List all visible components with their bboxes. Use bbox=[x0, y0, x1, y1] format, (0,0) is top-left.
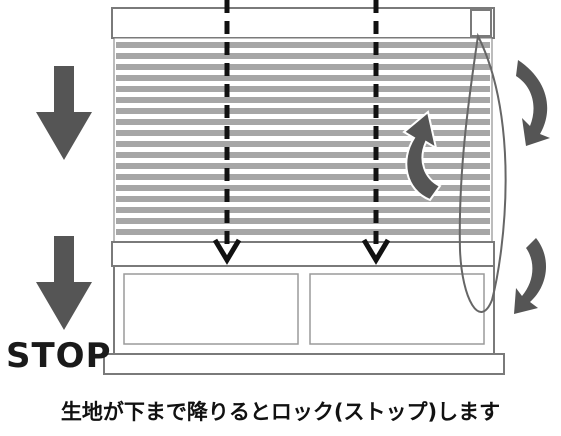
fabric-drop-arrow-left bbox=[212, 0, 242, 265]
stop-label: STOP bbox=[6, 336, 112, 376]
fabric-stripe bbox=[116, 64, 490, 70]
cord-loop-icon bbox=[458, 32, 507, 313]
window-sill bbox=[103, 353, 505, 375]
fabric-stripe bbox=[116, 141, 490, 147]
fabric-stripe bbox=[116, 163, 490, 169]
fabric-stripe bbox=[116, 174, 490, 180]
rotate-arrow-icon bbox=[402, 110, 442, 202]
fabric-stripe bbox=[116, 185, 490, 191]
blind-icon bbox=[103, 7, 505, 375]
window-pane-left bbox=[123, 273, 299, 345]
fabric-stripe bbox=[116, 53, 490, 59]
fabric-stripe bbox=[116, 130, 490, 136]
window-pane-right bbox=[309, 273, 485, 345]
fabric-stripe bbox=[116, 86, 490, 92]
fabric-stripe bbox=[116, 152, 490, 158]
fabric-stripe bbox=[116, 108, 490, 114]
fabric-stripe bbox=[116, 229, 490, 235]
fabric-drop-arrow-right bbox=[361, 0, 391, 265]
rotate-arrow-icon bbox=[516, 60, 550, 146]
fabric-stripe bbox=[116, 42, 490, 48]
head-rail-end bbox=[470, 9, 492, 37]
fabric-stripes bbox=[116, 42, 490, 235]
caption: 生地が下まで降りるとロック(ストップ)します bbox=[60, 400, 501, 424]
down-arrow-icon bbox=[36, 236, 92, 330]
rotate-arrow-icon bbox=[514, 238, 547, 314]
fabric-stripe bbox=[116, 207, 490, 213]
down-arrow-icon bbox=[36, 66, 92, 160]
fabric-stripe bbox=[116, 119, 490, 125]
bottom-rail bbox=[111, 241, 495, 267]
fabric-stripe bbox=[116, 218, 490, 224]
fabric-stripe bbox=[116, 97, 490, 103]
head-rail bbox=[111, 7, 495, 39]
fabric-stripe bbox=[116, 196, 490, 202]
fabric-stripe bbox=[116, 75, 490, 81]
